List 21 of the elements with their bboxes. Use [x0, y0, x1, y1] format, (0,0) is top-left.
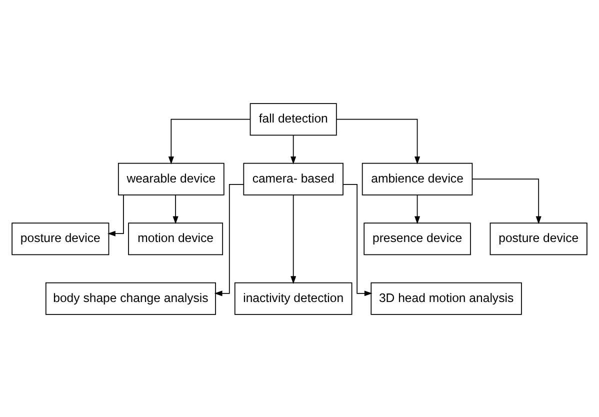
- node-box: wearable device: [118, 162, 224, 195]
- arrow: [290, 194, 296, 284]
- arrow: [336, 118, 420, 164]
- arrow: [342, 183, 372, 296]
- arrow: [414, 194, 420, 224]
- node-box: body shape change analysis: [45, 282, 216, 314]
- node-box: inactivity detection: [234, 282, 352, 314]
- arrow: [108, 194, 124, 236]
- node-box: fall detection: [250, 102, 337, 136]
- arrow: [168, 118, 251, 164]
- arrow: [172, 194, 178, 224]
- node-box: posture device: [12, 222, 110, 255]
- arrow: [290, 134, 296, 164]
- node-box: camera- based: [243, 162, 344, 195]
- node-box: motion device: [128, 222, 224, 255]
- node-box: ambience device: [362, 162, 473, 195]
- arrow: [214, 183, 244, 296]
- node-box: presence device: [364, 222, 471, 255]
- node-box: posture device: [490, 222, 588, 255]
- arrow: [472, 178, 542, 224]
- node-box: 3D head motion analysis: [370, 282, 522, 314]
